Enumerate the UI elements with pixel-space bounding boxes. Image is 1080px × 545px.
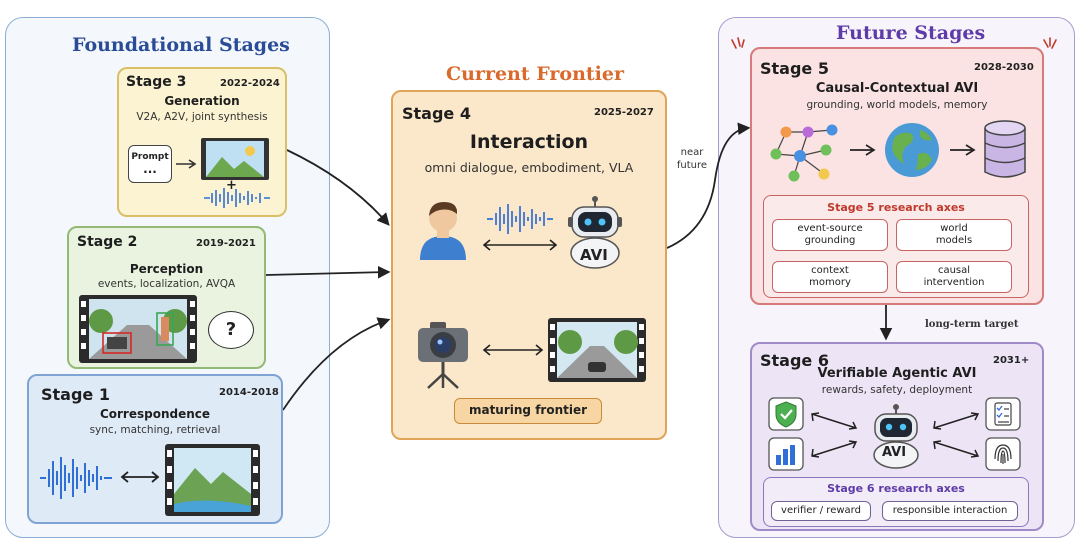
arrow-right-icon (176, 159, 197, 169)
stage-6-subtitle: rewards, safety, deployment (821, 384, 973, 396)
stage-3-title: Generation (164, 94, 240, 108)
stage-5-subtitle: grounding, world models, memory (806, 99, 988, 111)
stage-4-label: Stage 4 (402, 104, 471, 123)
bidirectional-arrow-icon (482, 344, 544, 356)
long-term-target-label: long-term target (925, 319, 1019, 330)
stage-1-years: 2014-2018 (219, 387, 279, 398)
waveform-icon (204, 188, 270, 208)
bidirectional-arrow-icon (811, 440, 858, 458)
stage-2-subtitle: events, localization, AVQA (97, 278, 236, 290)
stage-5-years: 2028-2030 (974, 62, 1034, 73)
bidirectional-arrow-icon (933, 440, 980, 458)
landscape-frame-icon (165, 444, 260, 516)
arrow-right-icon (850, 144, 876, 156)
person-icon (420, 202, 466, 260)
database-icon (984, 120, 1026, 178)
stage-3-label: Stage 3 (126, 74, 187, 90)
prompt-label: Prompt (131, 152, 169, 162)
maturing-frontier-badge: maturing frontier (454, 398, 602, 424)
checklist-icon (985, 397, 1021, 431)
video-frame-icon (79, 295, 197, 363)
video-frame-icon (548, 318, 646, 382)
shield-check-icon (768, 397, 804, 431)
axis-responsible-interaction: responsible interaction (882, 501, 1018, 521)
stage-1-subtitle: sync, matching, retrieval (89, 424, 221, 436)
stage-4-subtitle: omni dialogue, embodiment, VLA (424, 160, 634, 175)
robot-icon (568, 196, 622, 269)
stage-6-label: Stage 6 (760, 351, 829, 370)
current-frontier-title: Current Frontier (446, 63, 624, 85)
waveform-icon (487, 204, 553, 234)
robot-label: AVI (580, 246, 608, 264)
bidirectional-arrow-icon (933, 412, 980, 430)
stage-6-title: Verifiable Agentic AVI (817, 366, 977, 381)
stage-3-years: 2022-2024 (220, 78, 280, 89)
prompt-box-icon: Prompt ... (128, 145, 172, 183)
plus-sign: + (226, 178, 237, 193)
fingerprint-icon (985, 437, 1021, 471)
stage-5-label: Stage 5 (760, 59, 829, 78)
future-stages-title: Future Stages (836, 22, 986, 44)
bar-chart-icon (768, 437, 804, 471)
landscape-frame-icon (201, 138, 269, 180)
graph-network-icon (770, 124, 838, 182)
stage-3-subtitle: V2A, A2V, joint synthesis (136, 111, 268, 123)
robot-icon (873, 404, 919, 469)
future-label: future (676, 160, 708, 171)
stage-5-axes-title: Stage 5 research axes (827, 201, 965, 214)
bidirectional-arrow-icon (482, 239, 558, 251)
question-bubble-icon: ? (208, 311, 254, 349)
globe-icon (885, 123, 939, 177)
bidirectional-arrow-icon (120, 471, 160, 483)
bidirectional-arrow-icon (811, 412, 858, 430)
stage-2-label: Stage 2 (77, 234, 138, 250)
spark-right-icon (1043, 37, 1057, 49)
stage-5-title: Causal-Contextual AVI (815, 81, 979, 96)
near-label: near (680, 147, 704, 158)
waveform-icon (40, 457, 112, 499)
stage-2-title: Perception (129, 262, 204, 276)
stage-6-axes-title: Stage 6 research axes (827, 482, 965, 495)
arrow-right-icon (950, 144, 976, 156)
near-future-label: near future (672, 146, 712, 172)
prompt-dots: ... (143, 162, 157, 176)
camera-icon (418, 322, 468, 389)
stage-2-years: 2019-2021 (196, 238, 256, 249)
foundational-stages-title: Foundational Stages (72, 34, 290, 56)
stage-4-years: 2025-2027 (594, 107, 654, 118)
robot-label: AVI (882, 445, 907, 460)
stage-1-title: Correspondence (99, 407, 211, 421)
stage-6-years: 2031+ (993, 355, 1030, 366)
axis-verifier-reward: verifier / reward (771, 501, 871, 521)
stage-4-title: Interaction (469, 131, 589, 153)
stage-1-label: Stage 1 (41, 385, 110, 404)
spark-left-icon (731, 37, 745, 49)
